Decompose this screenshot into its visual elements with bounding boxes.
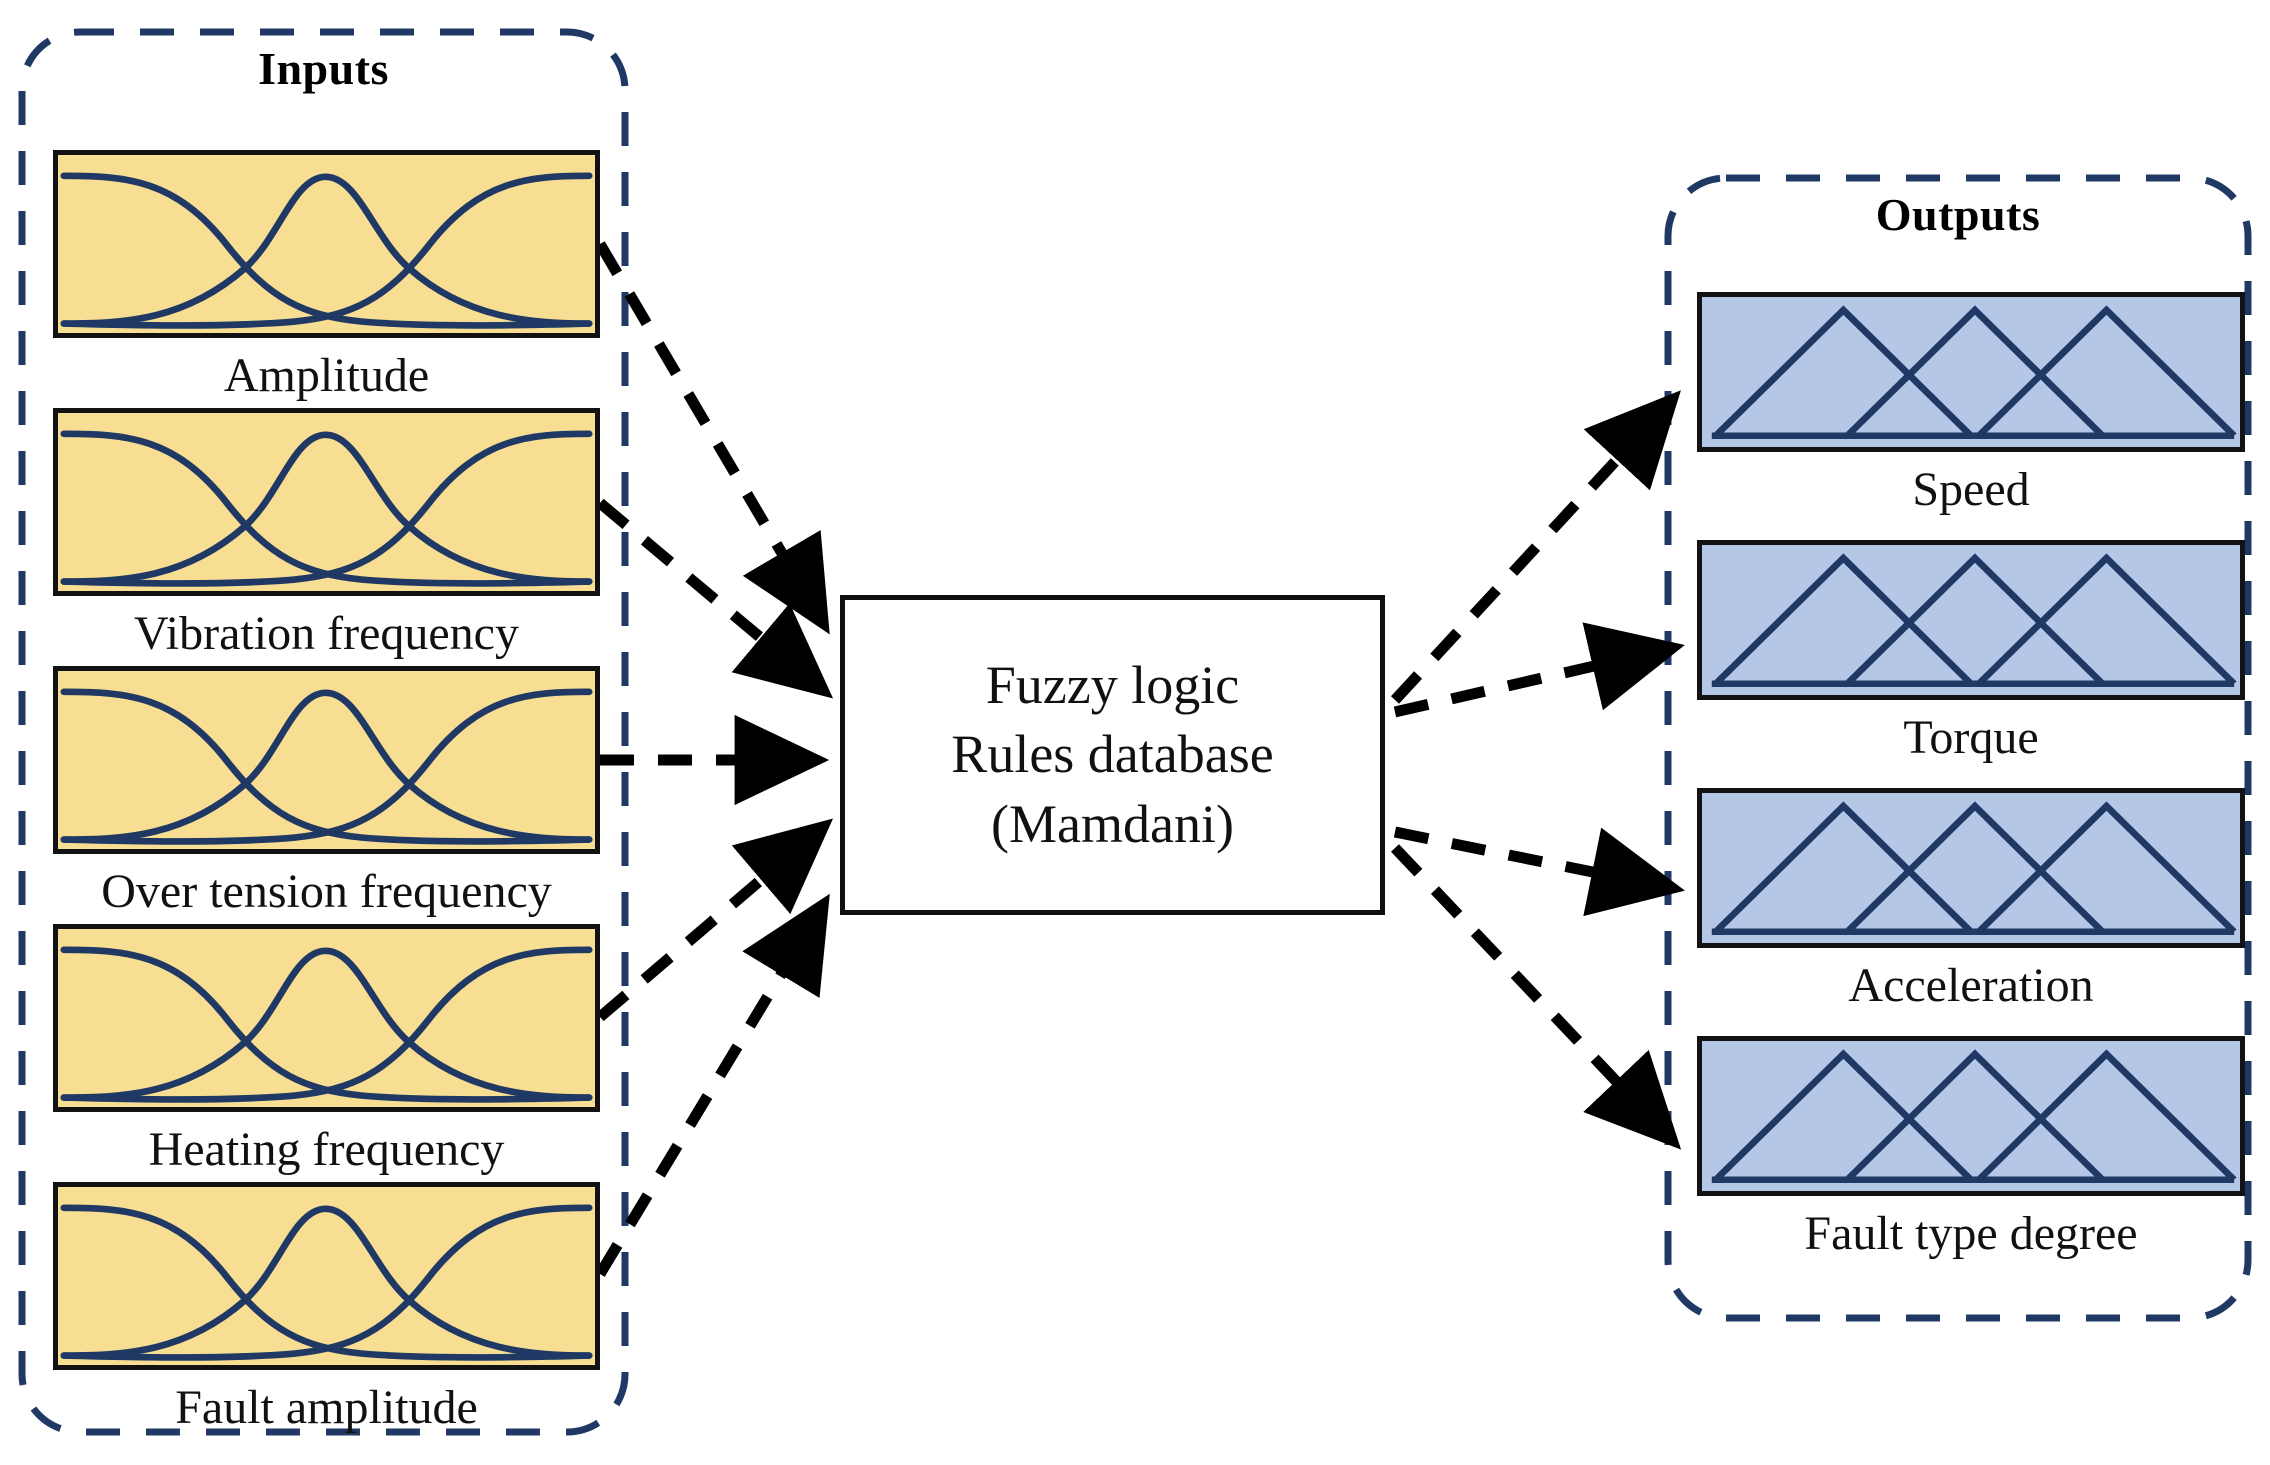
arrow-engine-to-faulttype (1391, 844, 1682, 1150)
input-mf-box-amplitude (53, 150, 600, 338)
arrow-engine-to-torque (1393, 622, 1685, 718)
engine-line-3: (Mamdani) (991, 793, 1234, 854)
input-label-amplitude: Amplitude (223, 349, 430, 402)
arrow-amplitude-to-engine (595, 241, 830, 635)
outputs-group-title: Outputs (1875, 189, 2041, 240)
output-label-speed: Speed (1912, 463, 2030, 516)
arrow-heating-to-engine (596, 818, 834, 1022)
engine-line-1: Fuzzy logic (985, 655, 1240, 716)
input-mf-box-vibration-frequency (53, 408, 600, 596)
input-label-over-tension-frequency: Over tension frequency (101, 865, 552, 918)
output-label-fault-type-degree: Fault type degree (1804, 1207, 2138, 1260)
input-label-fault-amplitude: Fault amplitude (175, 1381, 478, 1434)
engine-line-2: Rules database (951, 724, 1274, 785)
input-label-vibration-frequency: Vibration frequency (134, 607, 519, 660)
arrow-vibration-to-engine (596, 498, 834, 699)
output-label-torque: Torque (1903, 711, 2039, 764)
arrow-engine-to-speed (1390, 390, 1681, 704)
output-mf-box-torque (1697, 540, 2245, 700)
input-mf-box-heating-frequency (53, 924, 600, 1112)
arrow-engine-to-acceleration (1393, 826, 1685, 917)
inputs-group-title: Inputs (258, 43, 389, 94)
input-label-heating-frequency: Heating frequency (148, 1123, 505, 1176)
input-mf-box-fault-amplitude (53, 1182, 600, 1370)
inputs-group-frame (18, 28, 629, 1436)
fuzzy-engine-box: Fuzzy logic Rules database (Mamdani) (840, 595, 1385, 915)
output-mf-box-fault-type-degree (1697, 1036, 2245, 1196)
output-mf-box-acceleration (1697, 788, 2245, 948)
output-mf-box-speed (1697, 292, 2245, 452)
output-label-acceleration: Acceleration (1848, 959, 2094, 1012)
arrow-faultamplitude-to-engine (595, 893, 830, 1277)
input-mf-box-over-tension-frequency (53, 666, 600, 854)
